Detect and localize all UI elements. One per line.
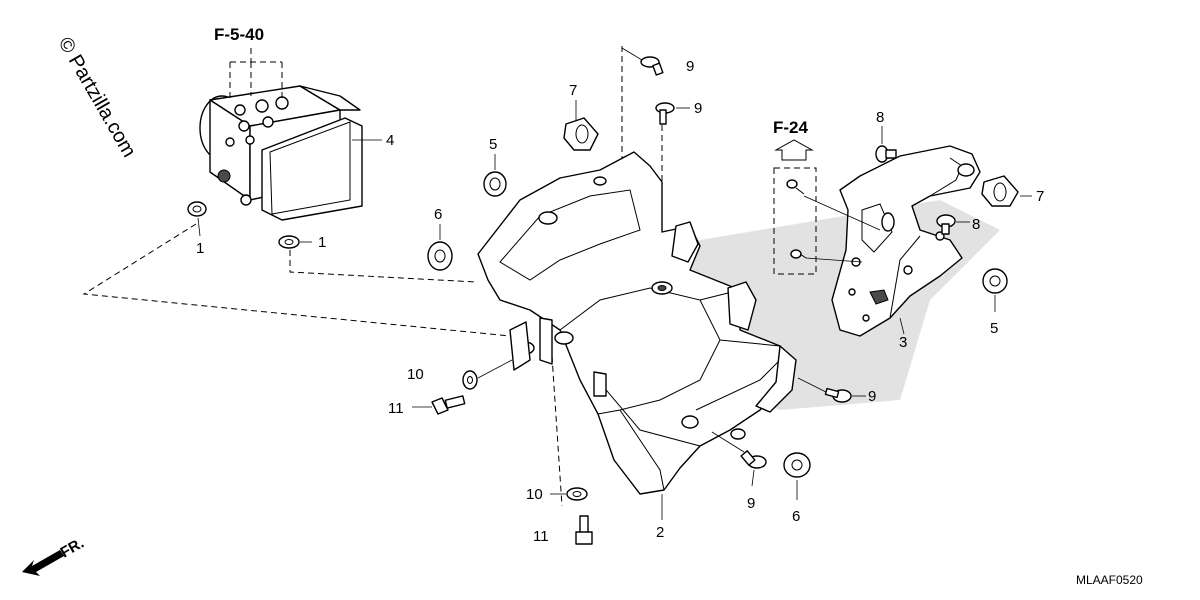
callout-9-mid: 9 [868,388,876,405]
ref-f-24-box [773,167,817,275]
side-bracket-part-3[interactable] [831,145,981,337]
ref-f-5-40-lines [229,48,283,98]
front-label: FR. [58,535,87,562]
front-direction-arrow [22,550,64,576]
grommet-part-7-left[interactable] [563,117,599,151]
callout-10-bottom: 10 [526,486,543,503]
grommet-part-5-right[interactable] [982,268,1008,294]
bolt-f24-lower [790,249,807,259]
callout-1-right: 1 [318,234,326,251]
callout-2: 2 [656,524,664,541]
callout-1-left: 1 [196,240,204,257]
callout-8-top: 8 [876,109,884,126]
callout-5-left: 5 [489,136,497,153]
callout-7-right: 7 [1036,188,1044,205]
grommet-part-6-bottom[interactable] [783,452,811,478]
washer-part-10-left[interactable] [462,370,478,390]
callout-6-left: 6 [434,206,442,223]
bolt-part-9-mid[interactable] [824,387,852,403]
callout-5-right: 5 [990,320,998,337]
callout-11-bottom: 11 [533,528,549,545]
bolt-part-11-left[interactable] [431,395,466,415]
callout-11-left: 11 [388,400,404,417]
ref-f-24-arrow [774,139,814,161]
ref-f-5-40: F-5-40 [214,25,264,44]
bushing-part-1-left[interactable] [187,201,207,217]
bolt-part-8-top[interactable] [875,145,897,163]
grommet-part-7-right[interactable] [981,175,1019,207]
callout-6-bottom: 6 [792,508,800,525]
callout-3: 3 [899,334,907,351]
bolt-part-9-top[interactable] [640,56,664,76]
callout-9-top: 9 [686,58,694,75]
bushing-part-1-right[interactable] [278,235,300,249]
callout-10-left: 10 [407,366,424,383]
front-arrow-icon [22,550,64,576]
bolt-part-11-bottom[interactable] [575,515,593,545]
callout-8-right: 8 [972,216,980,233]
abs-bracket-part-2[interactable] [477,151,797,495]
bolt-part-8-right[interactable] [936,214,956,235]
grommet-part-6-left[interactable] [427,241,453,271]
watermark-text: © Partzilla.com [54,34,140,162]
callout-4: 4 [386,132,394,149]
abs-modulator-part-4[interactable] [199,85,363,221]
callout-7-left: 7 [569,82,577,99]
washer-part-10-bottom[interactable] [566,487,588,501]
bolt-f24-upper [786,179,805,195]
callout-9-top2: 9 [694,100,702,117]
ref-f-24: F-24 [773,118,809,137]
callout-9-bottom: 9 [747,495,755,512]
bolt-part-9-top2[interactable] [655,102,675,125]
grommet-part-5-left[interactable] [483,171,507,197]
bolt-part-9-bottom[interactable] [740,450,767,469]
diagram-code: MLAAF0520 [1076,573,1143,587]
